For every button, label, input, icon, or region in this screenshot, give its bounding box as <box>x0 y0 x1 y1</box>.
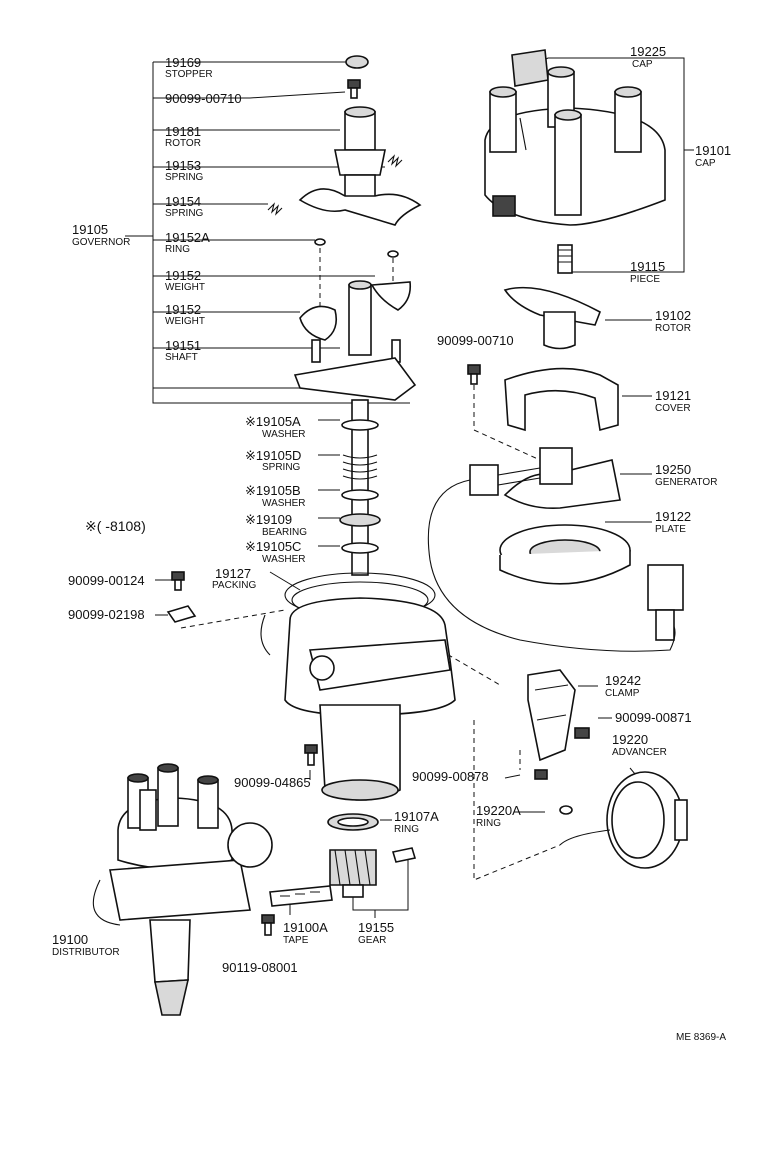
label-19105B-name: WASHER <box>262 498 306 509</box>
tape <box>269 885 333 907</box>
label-19100A-num: 19100A <box>283 920 328 935</box>
label-19152b-name: WEIGHT <box>165 316 205 327</box>
clamp <box>527 669 590 780</box>
label-19105-num: 19105 <box>72 222 108 237</box>
label-19121-num: 19121 <box>655 388 691 403</box>
label-90099-00871: 90099-00871 <box>615 710 692 725</box>
screw-top <box>347 79 361 99</box>
label-90099-00878: 90099-00878 <box>412 769 489 784</box>
distributor-housing <box>260 572 456 801</box>
label-19169-num: 19169 <box>165 55 201 70</box>
label-90099-02198: 90099-02198 <box>68 607 145 622</box>
washer-stack <box>339 419 381 554</box>
label-19152b-num: 19152 <box>165 302 201 317</box>
label-19101-num: 19101 <box>695 143 731 158</box>
label-19151-name: SHAFT <box>165 352 198 363</box>
label-19109-num: ※19109 <box>245 512 292 527</box>
label-19153-name: SPRING <box>165 172 204 183</box>
label-19122-name: PLATE <box>655 524 686 535</box>
stopper <box>345 55 369 69</box>
label-90099-04865: 90099-04865 <box>234 775 311 790</box>
label-90099-00710-a: 90099-00710 <box>165 91 242 106</box>
weights <box>299 281 412 341</box>
date-note: ※( -8108) <box>85 518 146 534</box>
generator <box>427 447 684 652</box>
figure-code: ME 8369-A <box>676 1032 726 1043</box>
label-19115-num: 19115 <box>630 259 665 274</box>
label-19220-name: ADVANCER <box>612 747 667 758</box>
cap-plug <box>511 49 549 87</box>
label-19181-name: ROTOR <box>165 138 201 149</box>
label-19151-num: 19151 <box>165 338 201 353</box>
label-19169-name: STOPPER <box>165 69 213 80</box>
label-90099-00710-b: 90099-00710 <box>437 333 514 348</box>
part-labels: 19169 STOPPER 90099-00710 19181 ROTOR 19… <box>52 44 731 1043</box>
label-19100-name: DISTRIBUTOR <box>52 947 120 958</box>
label-19105D-name: SPRING <box>262 462 301 473</box>
label-19250-num: 19250 <box>655 462 691 477</box>
label-19154-num: 19154 <box>165 194 201 209</box>
label-19109-name: BEARING <box>262 527 307 538</box>
piece <box>557 244 573 274</box>
label-19152a-num: 19152 <box>165 268 201 283</box>
screw-right <box>467 364 481 385</box>
plate <box>499 524 631 585</box>
small-screws <box>166 571 318 936</box>
label-19127-name: PACKING <box>212 580 256 591</box>
label-19121-name: COVER <box>655 403 691 414</box>
label-19100A-name: TAPE <box>283 935 309 946</box>
distributor-cap <box>484 66 666 226</box>
label-19155-name: GEAR <box>358 935 386 946</box>
label-19105C-num: ※19105C <box>245 539 301 554</box>
label-19225-name: CAP <box>632 59 653 70</box>
label-19154-name: SPRING <box>165 208 204 219</box>
label-19153-num: 19153 <box>165 158 201 173</box>
label-19242-num: 19242 <box>605 673 641 688</box>
label-19225-num: 19225 <box>630 44 666 59</box>
label-19105B-num: ※19105B <box>245 483 301 498</box>
label-19107A-num: 19107A <box>394 809 439 824</box>
spring-small <box>267 154 403 216</box>
label-19102-name: ROTOR <box>655 323 691 334</box>
label-19105C-name: WASHER <box>262 554 306 565</box>
label-90099-00124: 90099-00124 <box>68 573 145 588</box>
label-19100-num: 19100 <box>52 932 88 947</box>
assembled-distributor <box>92 763 273 1016</box>
label-19181-num: 19181 <box>165 124 201 139</box>
label-19220A-num: 19220A <box>476 803 521 818</box>
label-90119-08001: 90119-08001 <box>222 960 298 975</box>
label-19250-name: GENERATOR <box>655 477 717 488</box>
label-19152a-name: WEIGHT <box>165 282 205 293</box>
label-19115-name: PIECE <box>630 274 660 285</box>
label-19220A-name: RING <box>476 818 501 829</box>
label-19155-num: 19155 <box>358 920 394 935</box>
label-19105-name: GOVERNOR <box>72 237 130 248</box>
label-19101-name: CAP <box>695 158 716 169</box>
label-19102-num: 19102 <box>655 308 691 323</box>
label-19152A-num: 19152A <box>165 230 210 245</box>
ring-and-gear <box>327 813 417 898</box>
rotor <box>503 286 602 350</box>
ring-clips <box>314 238 399 258</box>
leader-lines <box>125 57 694 918</box>
governor-shaft <box>293 280 417 576</box>
label-19105D-num: ※19105D <box>245 448 301 463</box>
label-19107A-name: RING <box>394 824 419 835</box>
label-19220-num: 19220 <box>612 732 648 747</box>
label-19242-name: CLAMP <box>605 688 640 699</box>
label-19152A-name: RING <box>165 244 190 255</box>
label-19122-num: 19122 <box>655 509 691 524</box>
label-19105A-name: WASHER <box>262 429 306 440</box>
advancer <box>559 771 688 869</box>
label-19127-num: 19127 <box>215 566 251 581</box>
label-19105A-num: ※19105A <box>245 414 301 429</box>
cover <box>504 367 619 432</box>
governor-rotor <box>298 106 422 226</box>
